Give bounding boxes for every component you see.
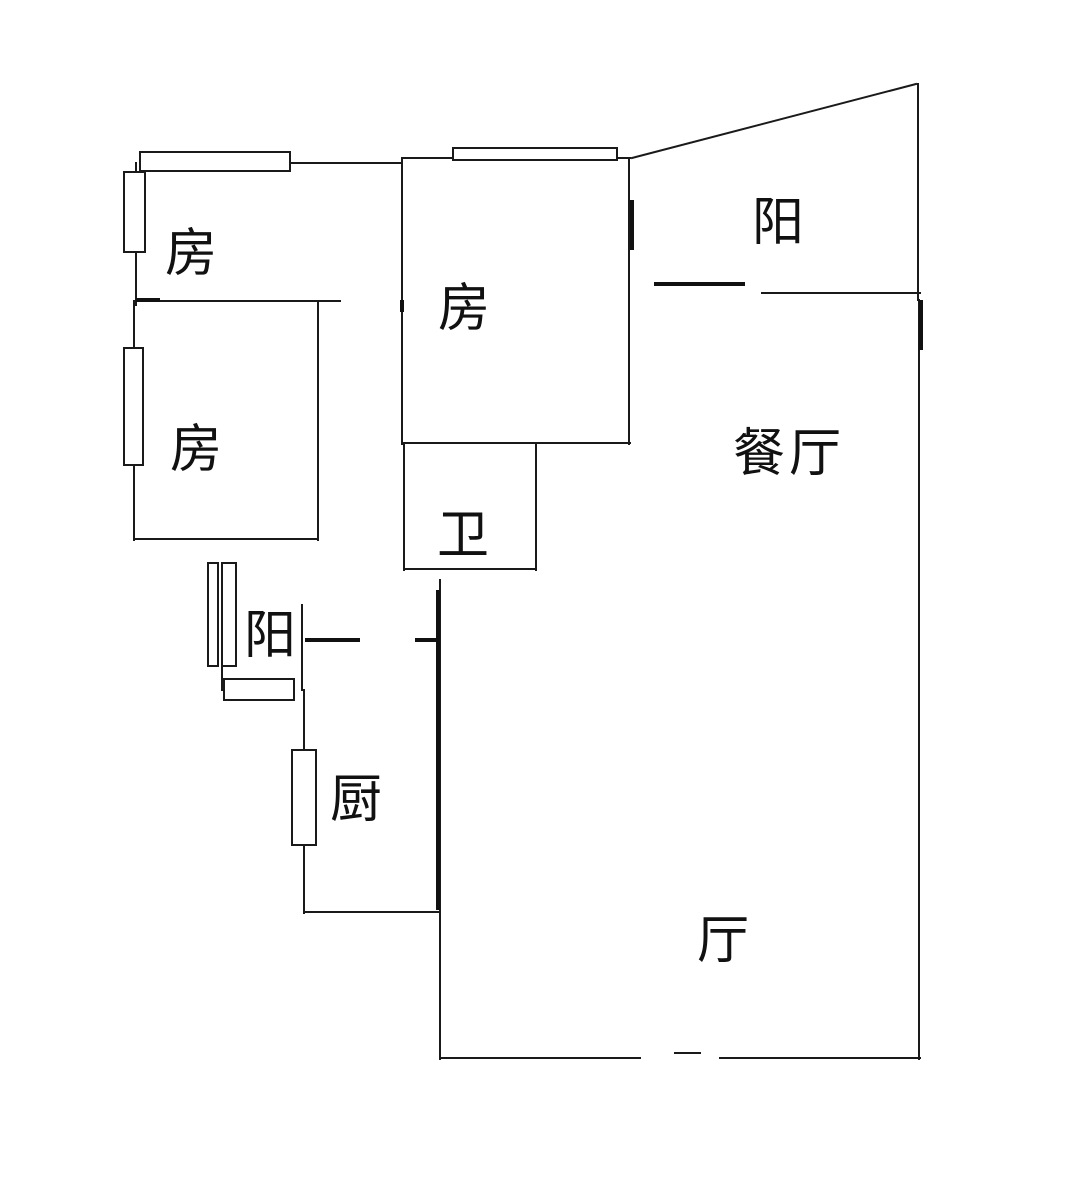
room-label-dining: 餐厅 <box>733 424 846 484</box>
walls-bedroom-center <box>400 157 634 445</box>
room-label-bedroom-top-left: 房 <box>165 224 222 284</box>
room-label-balcony-top-right: 阳 <box>752 193 809 253</box>
window-top-center <box>452 147 618 161</box>
window-left-mid <box>123 347 144 466</box>
window-top-left <box>139 151 291 172</box>
walls-bathroom <box>403 442 537 571</box>
walls-living-dining <box>436 299 923 1060</box>
window-balcony-bottom <box>223 678 295 701</box>
room-label-balcony-left: 阳 <box>244 606 301 666</box>
walls-balcony-left <box>207 562 438 691</box>
window-left-upper <box>123 171 146 253</box>
walls-bedroom-mid-left <box>133 298 319 541</box>
room-label-bedroom-center: 房 <box>438 279 495 339</box>
windows <box>123 147 618 846</box>
walls-balcony-top-right <box>630 82 921 301</box>
room-label-living: 厅 <box>697 911 754 971</box>
window-kitchen <box>291 749 317 846</box>
room-label-bathroom: 卫 <box>437 506 494 566</box>
room-label-kitchen: 厨 <box>330 770 387 830</box>
room-label-bedroom-mid-left: 房 <box>170 420 227 480</box>
